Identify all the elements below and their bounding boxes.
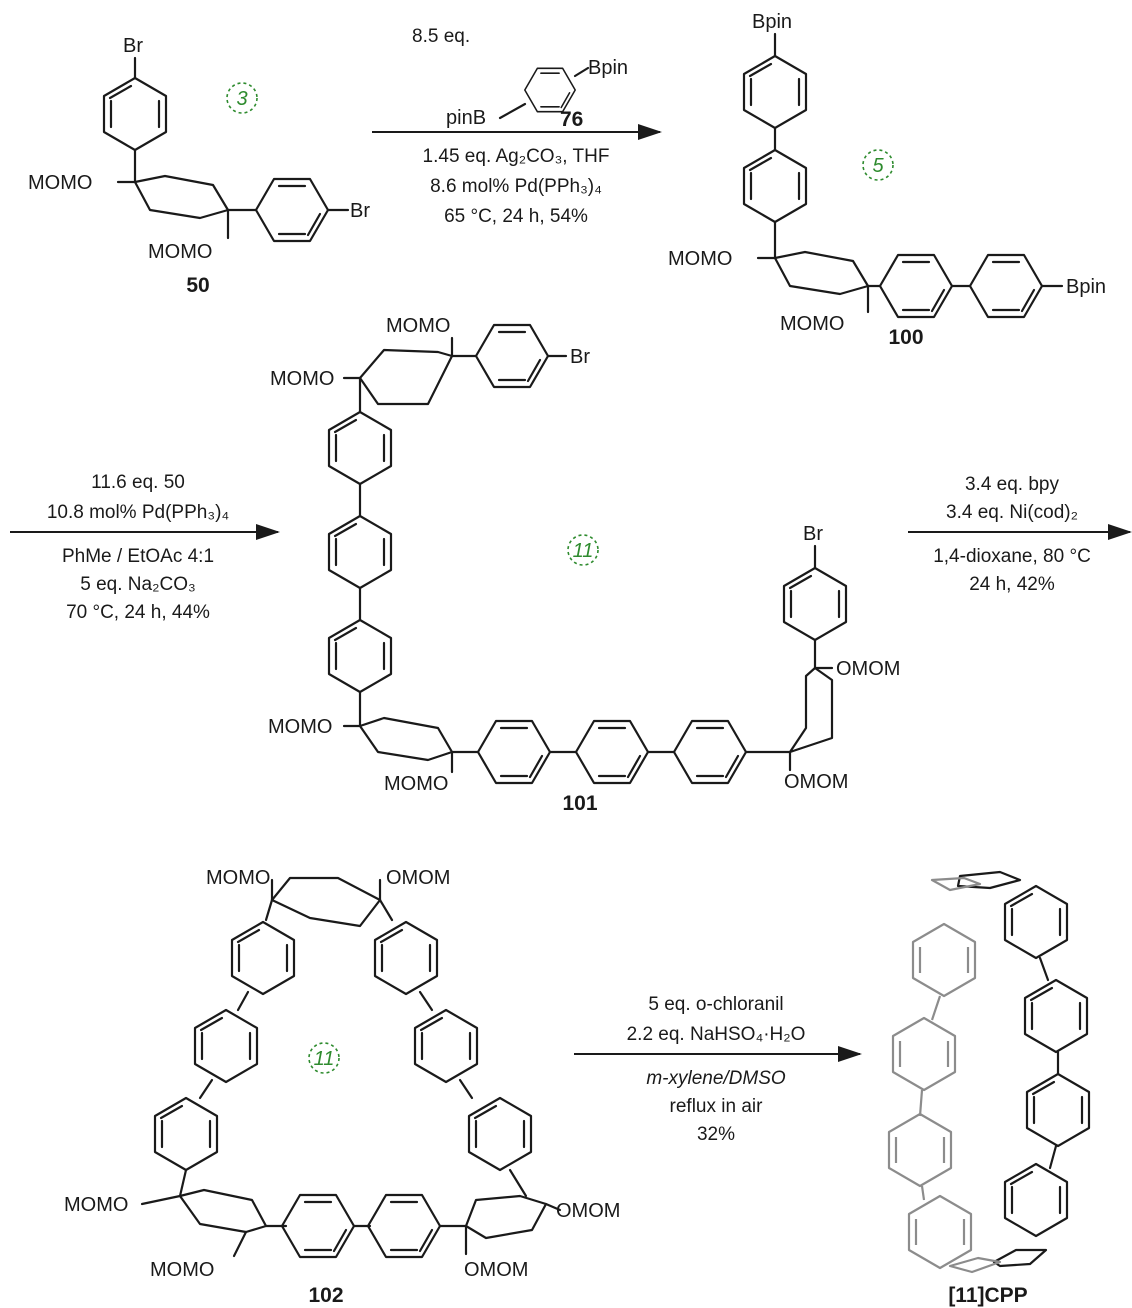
condition-line: 5 eq. o-chloranil <box>648 994 783 1015</box>
momo-label: MOMO <box>384 773 448 795</box>
omom-label: OMOM <box>386 867 450 889</box>
bpin-label: Bpin <box>1066 276 1106 298</box>
ring-count-circle <box>862 149 894 181</box>
condition-line: PhMe / EtOAc 4:1 <box>62 546 214 567</box>
omom-label: OMOM <box>556 1200 620 1222</box>
pinb-label: pinB <box>446 107 486 129</box>
ring-count-11: 11 <box>314 1048 335 1070</box>
momo-label: MOMO <box>386 315 450 337</box>
condition-line: 2.2 eq. NaHSO₄·H₂O <box>627 1024 806 1045</box>
compound-number-102: 102 <box>308 1284 343 1307</box>
condition-line: 8.6 mol% Pd(PPh₃)₄ <box>430 176 602 197</box>
bromo-label: Br <box>123 35 143 57</box>
ring-count-circle <box>567 534 599 566</box>
bromo-label: Br <box>350 200 370 222</box>
compound-50: Br MOMO MOMO Br 50 3 <box>28 35 370 297</box>
compound-number-50: 50 <box>186 274 209 297</box>
momo-label: MOMO <box>148 241 212 263</box>
ring-count-5: 5 <box>872 155 884 177</box>
compound-number-76: 76 <box>560 108 583 131</box>
ring-count-3: 3 <box>236 88 247 110</box>
bpin-label: Bpin <box>588 57 628 79</box>
omom-label: OMOM <box>836 658 900 680</box>
reaction-step-3: 3.4 eq. bpy 3.4 eq. Ni(cod)₂ 1,4-dioxane… <box>908 474 1132 595</box>
compound-102: MOMO OMOM MOMO MOMO OMOM <box>64 867 620 1307</box>
momo-label: MOMO <box>668 248 732 270</box>
condition-line: 3.4 eq. Ni(cod)₂ <box>946 502 1078 523</box>
compound-number-100: 100 <box>888 326 923 349</box>
momo-label: MOMO <box>268 716 332 738</box>
cycloparaphenylene-11: [11]CPP <box>887 870 1091 1307</box>
condition-line: 3.4 eq. bpy <box>965 474 1060 495</box>
condition-line: 65 °C, 24 h, 54% <box>444 206 588 227</box>
condition-line: 32% <box>697 1124 735 1145</box>
momo-label: MOMO <box>64 1194 128 1216</box>
omom-label: OMOM <box>784 771 848 793</box>
condition-line: 10.8 mol% Pd(PPh₃)₄ <box>47 502 230 523</box>
bromo-label: Br <box>570 346 590 368</box>
omom-label: OMOM <box>464 1259 528 1281</box>
bpin-label: Bpin <box>752 11 792 33</box>
condition-line: 5 eq. Na₂CO₃ <box>80 574 195 595</box>
condition-line: 24 h, 42% <box>969 574 1055 595</box>
reaction-step-1: 8.5 eq. pinB Bpin 76 1.45 eq. Ag₂CO₃, TH… <box>372 26 662 227</box>
condition-line: 1,4-dioxane, 80 °C <box>933 546 1091 567</box>
condition-line: 11.6 eq. 50 <box>91 472 185 493</box>
momo-label: MOMO <box>150 1259 214 1281</box>
momo-label: MOMO <box>780 313 844 335</box>
reaction-step-2: 11.6 eq. 50 10.8 mol% Pd(PPh₃)₄ PhMe / E… <box>10 472 280 623</box>
condition-line: 70 °C, 24 h, 44% <box>66 602 210 623</box>
bromo-label: Br <box>803 523 823 545</box>
condition-line: m-xylene/DMSO <box>646 1068 786 1089</box>
compound-label-cpp: [11]CPP <box>948 1284 1027 1307</box>
condition-line: 1.45 eq. Ag₂CO₃, THF <box>423 146 610 167</box>
compound-number-101: 101 <box>562 792 597 815</box>
ring-count-circle <box>226 82 258 114</box>
ring-count-circle <box>308 1042 340 1074</box>
compound-101: MOMO MOMO Br MOMO MOMO OMOM <box>268 315 900 815</box>
ring-count-11: 11 <box>573 540 594 562</box>
condition-line: reflux in air <box>670 1096 764 1117</box>
compound-100: Bpin MOMO MOMO Bpin 100 5 <box>668 11 1106 349</box>
reaction-step-4: 5 eq. o-chloranil 2.2 eq. NaHSO₄·H₂O m-x… <box>574 994 862 1145</box>
momo-label: MOMO <box>28 172 92 194</box>
reagent-equivalents: 8.5 eq. <box>412 26 470 47</box>
momo-label: MOMO <box>206 867 270 889</box>
momo-label: MOMO <box>270 368 334 390</box>
